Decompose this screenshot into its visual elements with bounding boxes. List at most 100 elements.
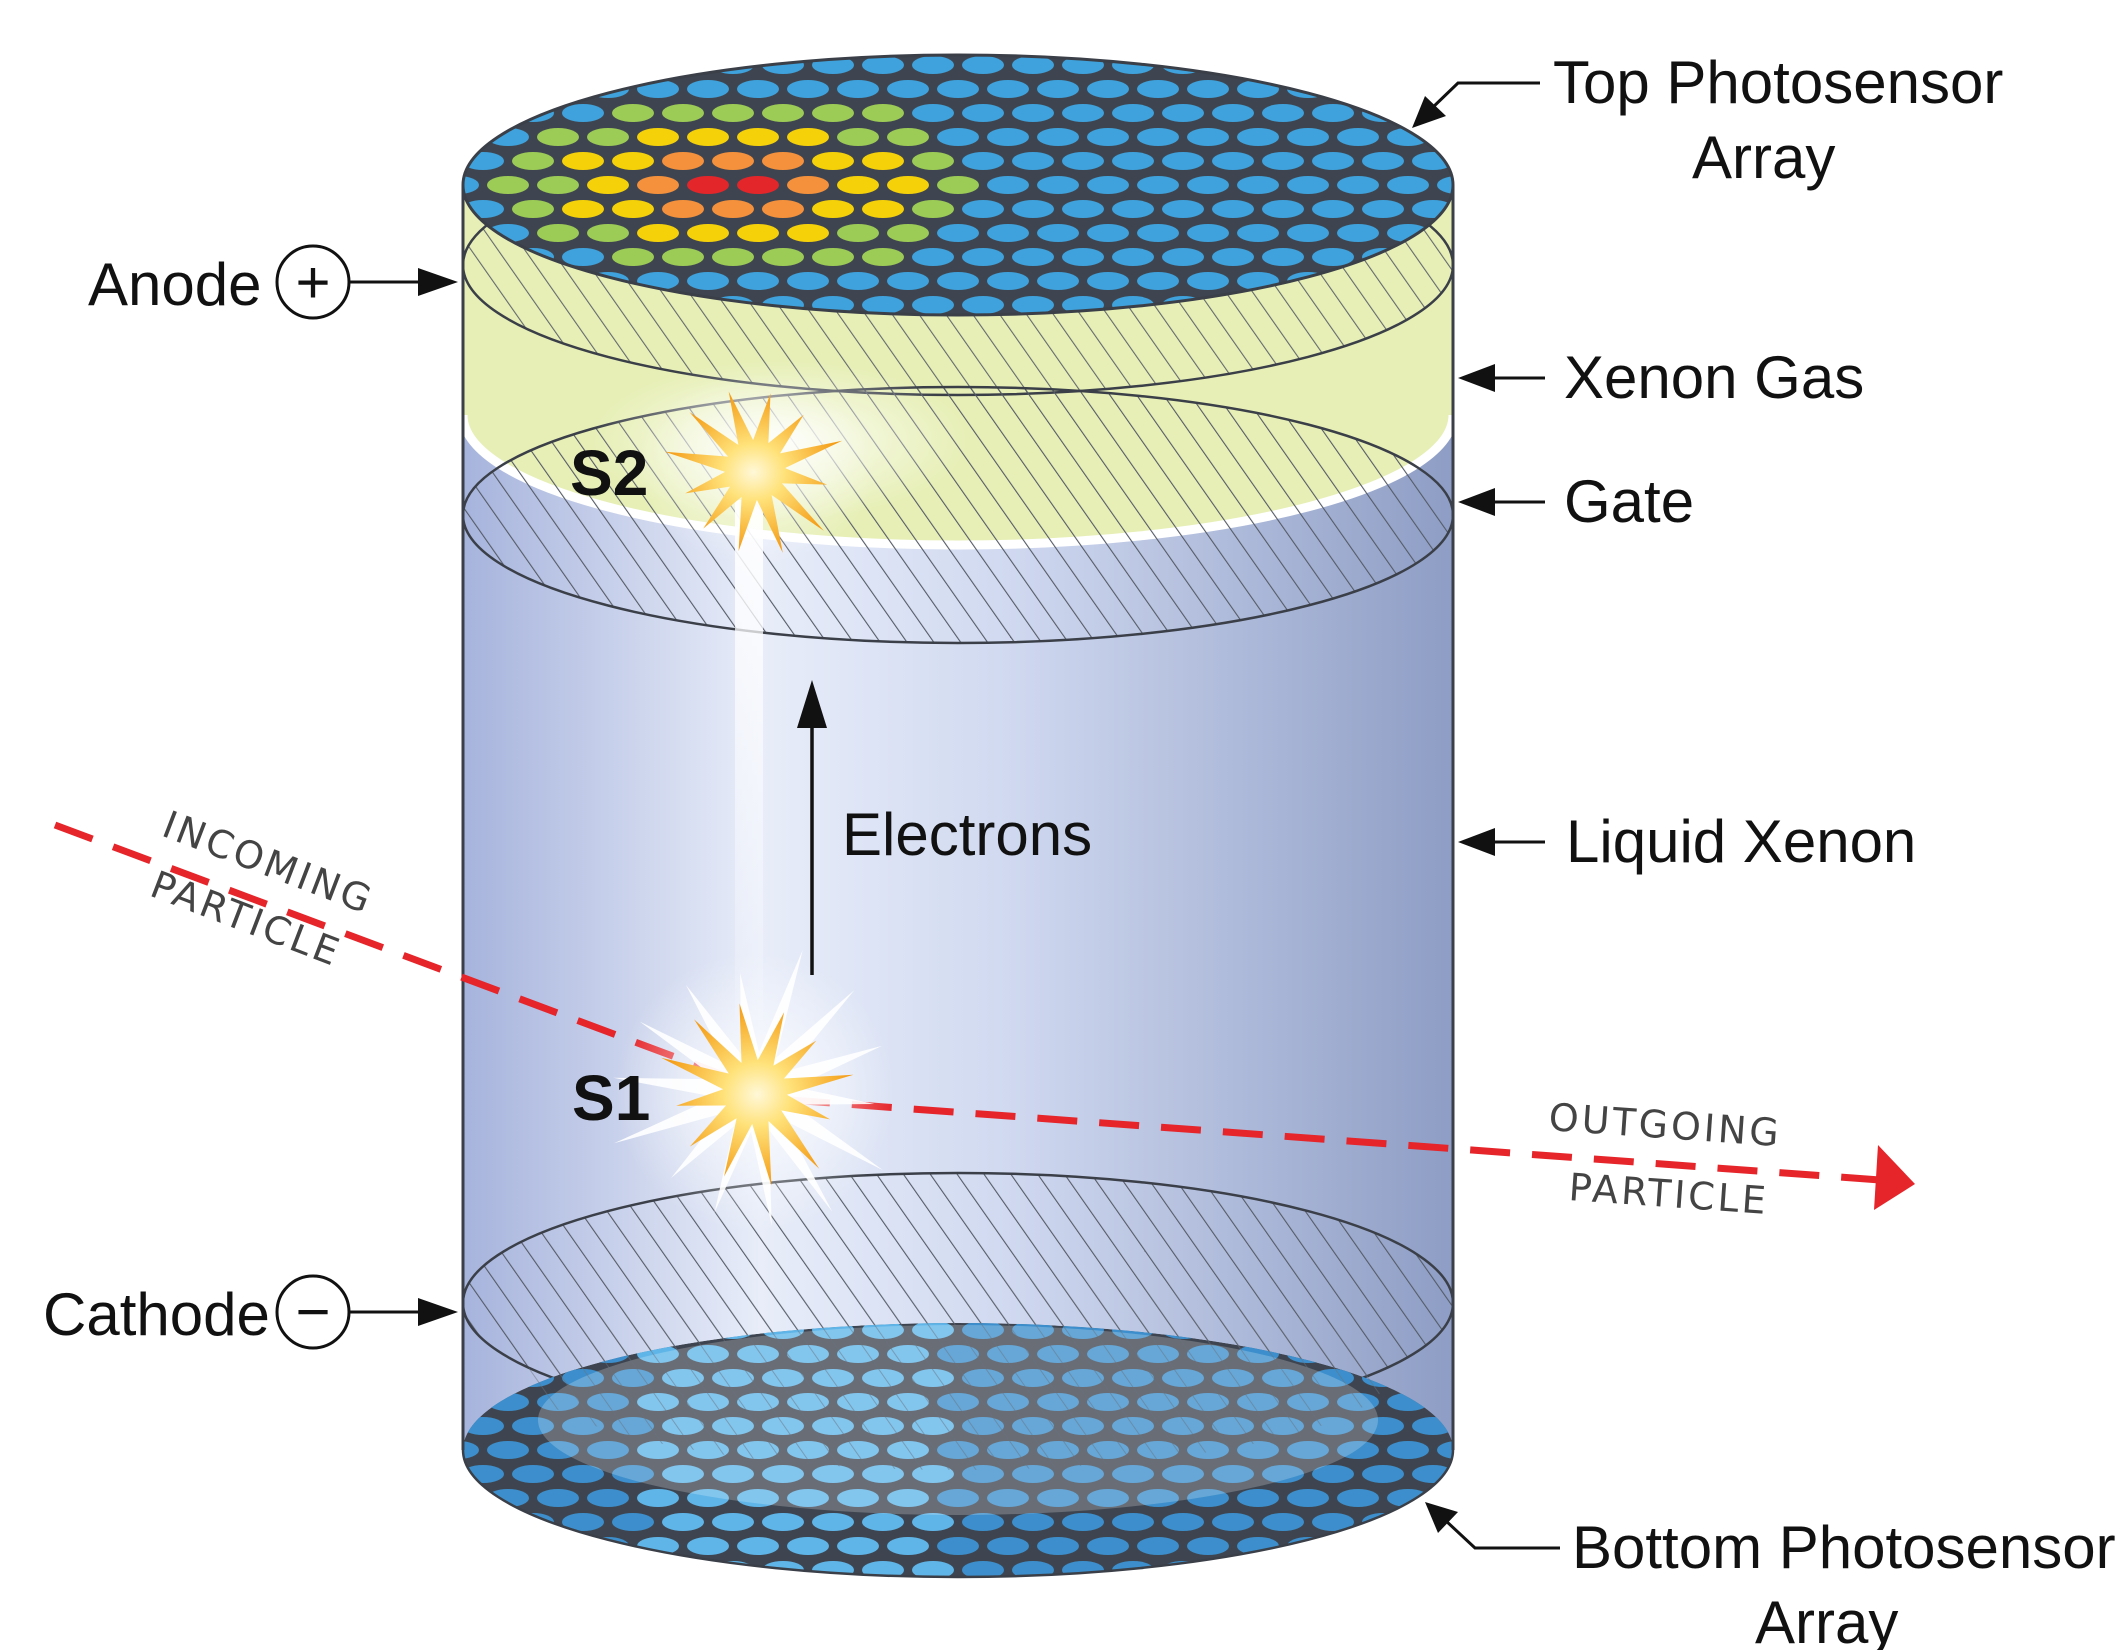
photosensor-cell — [512, 56, 554, 74]
photosensor-cell — [1237, 1489, 1279, 1507]
photosensor-cell — [1487, 1441, 1529, 1459]
photosensor-cell — [837, 176, 879, 194]
photosensor-cell — [387, 1249, 429, 1267]
photosensor-cell — [912, 248, 954, 266]
photosensor-cell — [887, 0, 929, 2]
photosensor-cell — [1412, 1561, 1453, 1577]
photosensor-cell — [537, 80, 579, 98]
xenon-gas-callout: Xenon Gas — [1458, 344, 1864, 411]
outgoing-particle-label-2: PARTICLE — [1567, 1165, 1770, 1223]
gate-callout: Gate — [1458, 468, 1694, 535]
photosensor-cell — [887, 32, 929, 50]
photosensor-cell — [662, 1513, 704, 1531]
photosensor-cell — [737, 1585, 779, 1603]
photosensor-cell — [737, 176, 779, 194]
photosensor-cell — [1562, 1417, 1604, 1435]
photosensor-cell — [862, 8, 904, 26]
photosensor-cell — [1112, 104, 1154, 122]
top-array-label-2: Array — [1692, 124, 1835, 191]
photosensor-cell — [1062, 200, 1104, 218]
s2-label: S2 — [570, 437, 648, 509]
cathode-callout: Cathode − — [43, 1274, 458, 1350]
photosensor-cell — [762, 1513, 804, 1531]
photosensor-cell — [1137, 1633, 1179, 1650]
photosensor-cell — [487, 80, 529, 98]
photosensor-cell — [1462, 296, 1504, 314]
photosensor-cell — [1112, 200, 1154, 218]
photosensor-cell — [662, 248, 704, 266]
photosensor-cell — [412, 1609, 454, 1627]
photosensor-cell — [1262, 56, 1304, 74]
photosensor-cell — [862, 1609, 904, 1627]
photosensor-cell — [562, 56, 604, 74]
photosensor-cell — [687, 32, 729, 50]
photosensor-cell — [437, 1633, 479, 1650]
photosensor-cell — [1162, 1609, 1204, 1627]
photosensor-cell — [1287, 128, 1329, 146]
photosensor-cell — [1487, 128, 1529, 146]
photosensor-cell — [337, 80, 379, 98]
photosensor-cell — [412, 56, 454, 74]
photosensor-cell — [1437, 1585, 1479, 1603]
photosensor-cell — [562, 1465, 604, 1483]
photosensor-cell — [362, 152, 404, 170]
photosensor-cell — [762, 248, 804, 266]
photosensor-cell — [362, 200, 404, 218]
photosensor-cell — [1037, 0, 1079, 2]
photosensor-cell — [412, 200, 454, 218]
s2-flash-icon — [635, 375, 875, 565]
photosensor-cell — [1562, 1609, 1604, 1627]
cathode-symbol: − — [295, 1278, 330, 1345]
photosensor-cell — [337, 1585, 379, 1603]
photosensor-cell — [562, 152, 604, 170]
photosensor-cell — [1562, 1273, 1604, 1291]
photosensor-cell — [812, 152, 854, 170]
photosensor-cell — [962, 56, 1004, 74]
photosensor-cell — [537, 0, 579, 2]
photosensor-cell — [587, 32, 629, 50]
photosensor-cell — [687, 80, 729, 98]
photosensor-cell — [1512, 104, 1554, 122]
photosensor-cell — [1237, 1585, 1279, 1603]
photosensor-cell — [637, 1489, 679, 1507]
photosensor-cell — [412, 1513, 454, 1531]
photosensor-cell — [737, 224, 779, 242]
photosensor-cell — [512, 1561, 554, 1577]
photosensor-cell — [1137, 176, 1179, 194]
photosensor-cell — [1512, 1417, 1554, 1435]
photosensor-cell — [737, 1537, 779, 1555]
photosensor-cell — [787, 1633, 829, 1650]
photosensor-cell — [537, 1585, 579, 1603]
photosensor-cell — [1387, 176, 1429, 194]
photosensor-cell — [1212, 1609, 1254, 1627]
photosensor-cell — [687, 272, 729, 290]
photosensor-cell — [463, 1441, 479, 1459]
photosensor-cell — [1362, 1465, 1404, 1483]
photosensor-cell — [1537, 1297, 1579, 1315]
photosensor-cell — [1312, 152, 1354, 170]
photosensor-cell — [612, 1609, 654, 1627]
photosensor-cell — [1137, 1489, 1179, 1507]
photosensor-cell — [1562, 1321, 1604, 1339]
photosensor-cell — [1462, 56, 1504, 74]
photosensor-cell — [487, 1441, 529, 1459]
photosensor-cell — [812, 1465, 854, 1483]
photosensor-cell — [662, 56, 704, 74]
photosensor-cell — [762, 8, 804, 26]
photosensor-cell — [463, 1489, 479, 1507]
photosensor-cell — [1537, 1441, 1579, 1459]
photosensor-cell — [337, 128, 379, 146]
photosensor-cell — [637, 128, 679, 146]
photosensor-cell — [637, 1441, 679, 1459]
photosensor-cell — [637, 0, 679, 2]
photosensor-cell — [1412, 56, 1453, 74]
photosensor-cell — [912, 296, 954, 314]
photosensor-cell — [1387, 1633, 1429, 1650]
photosensor-cell — [562, 200, 604, 218]
photosensor-cell — [1362, 56, 1404, 74]
photosensor-cell — [1187, 1489, 1229, 1507]
photosensor-cell — [1512, 296, 1554, 314]
photosensor-cell — [1337, 80, 1379, 98]
s1-label: S1 — [572, 1062, 650, 1134]
photosensor-cell — [1512, 1561, 1554, 1579]
